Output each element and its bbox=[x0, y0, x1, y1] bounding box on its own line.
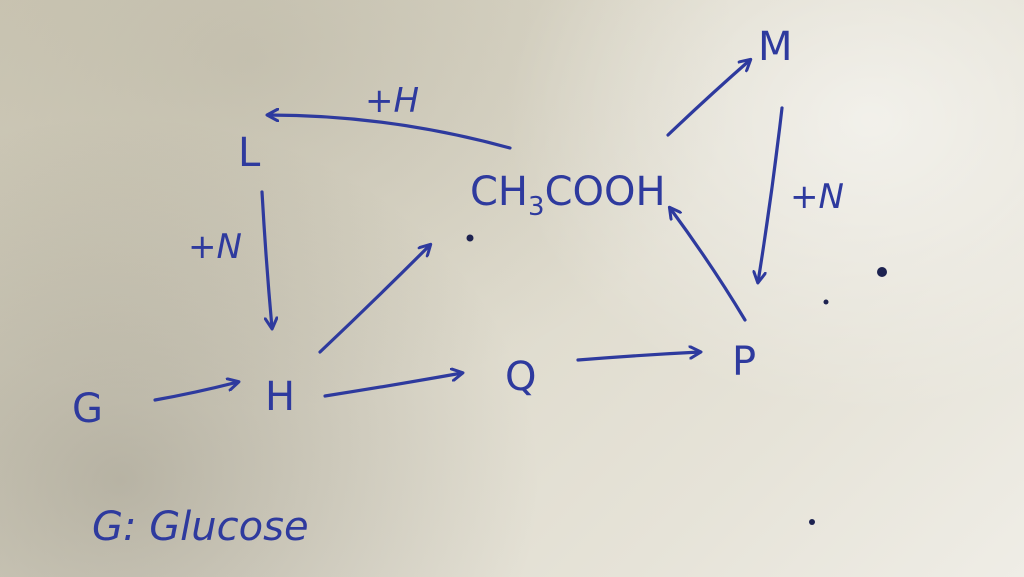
node-g: G bbox=[72, 386, 103, 432]
arrow-q-to-p bbox=[576, 352, 700, 362]
edge-label-l-to-h: +N bbox=[188, 227, 242, 267]
node-p: P bbox=[732, 339, 756, 385]
arrow-h-to-q bbox=[323, 373, 462, 398]
node-acetic-acid-subscript: 3 bbox=[528, 192, 545, 222]
ink-dot-center bbox=[466, 234, 474, 242]
node-h: H bbox=[265, 374, 295, 420]
node-acetic-acid-cooh: COOH bbox=[545, 169, 666, 215]
arrow-p-to-acid bbox=[670, 208, 747, 322]
node-acetic-acid: CH3COOH bbox=[470, 169, 666, 222]
ink-dot-right-large bbox=[877, 267, 887, 277]
node-m: M bbox=[758, 24, 793, 70]
arrow-g-to-h bbox=[153, 382, 238, 402]
arrow-l-to-h bbox=[260, 190, 272, 328]
legend-note: G: Glucose bbox=[92, 504, 309, 550]
ink-dot-right-small bbox=[823, 299, 829, 305]
ink-dot-bottom-right bbox=[809, 519, 815, 525]
node-l: L bbox=[238, 130, 261, 176]
edge-label-m-to-p: +N bbox=[790, 177, 844, 217]
arrow-acid-to-m bbox=[666, 60, 750, 137]
node-acetic-acid-ch: CH bbox=[470, 169, 528, 215]
arrow-h-to-dot bbox=[318, 245, 430, 354]
arrow-m-to-p bbox=[758, 106, 784, 282]
arrow-acid-to-l bbox=[268, 115, 512, 150]
edge-label-acid-to-l: +H bbox=[365, 81, 419, 121]
node-q: Q bbox=[505, 354, 536, 400]
